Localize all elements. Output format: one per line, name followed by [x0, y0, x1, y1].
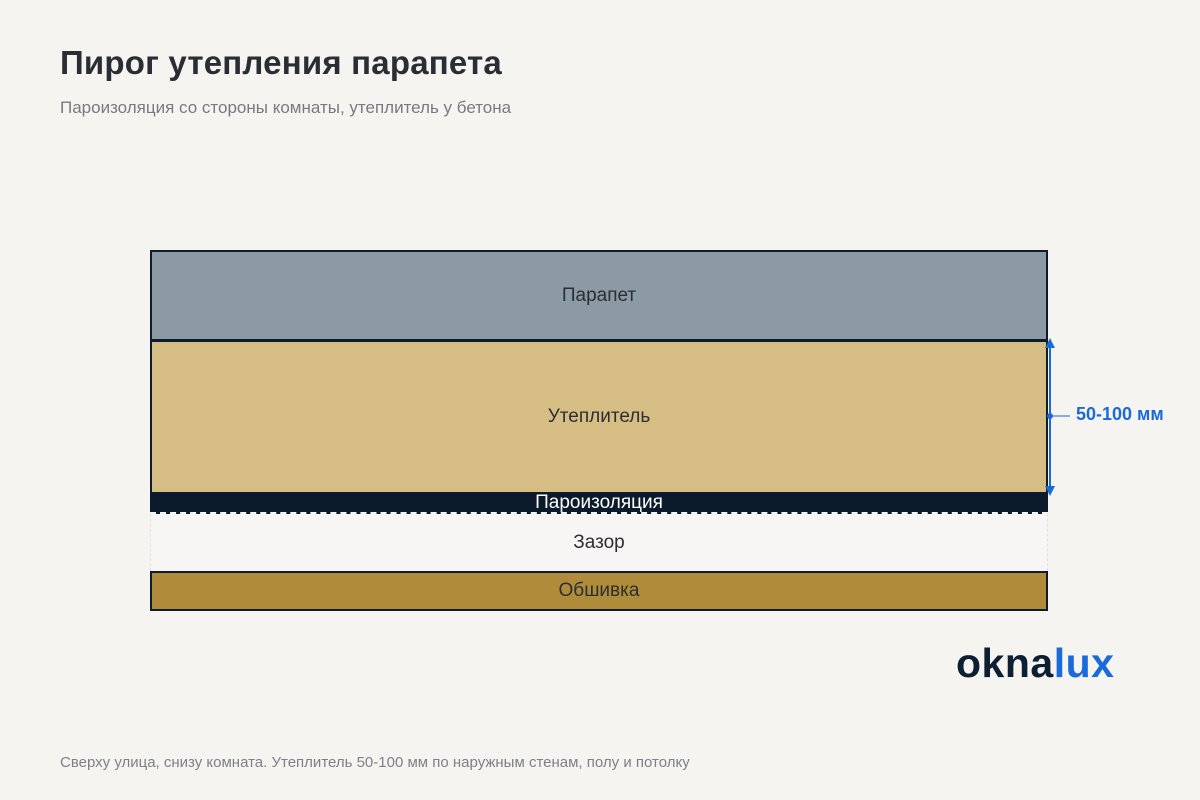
- footer-note: Сверху улица, снизу комната. Утеплитель …: [60, 754, 690, 771]
- layer-vapor-barrier-label: Пароизоляция: [535, 492, 663, 513]
- arrow-down-icon: [1045, 486, 1055, 496]
- logo-text-okna: okna: [956, 640, 1054, 686]
- dimension-dot: [1047, 413, 1053, 419]
- arrow-up-icon: [1045, 338, 1055, 348]
- layer-parapet-label: Парапет: [561, 284, 637, 306]
- thickness-dimension-arrow: [1045, 338, 1070, 496]
- thickness-label: 50-100 мм: [1076, 404, 1164, 424]
- layer-insulation: Утеплитель: [150, 340, 1048, 494]
- logo-text-lux: lux: [1053, 640, 1115, 686]
- layer-air-gap: Зазор: [150, 514, 1048, 571]
- layer-air-gap-label: Зазор: [573, 531, 625, 553]
- layer-insulation-label: Утеплитель: [547, 406, 651, 427]
- layer-vapor-barrier: Пароизоляция: [150, 493, 1048, 514]
- layer-parapet: Парапет: [150, 250, 1048, 341]
- page-title: Пирог утепления парапета: [60, 44, 502, 81]
- layer-cladding-label: Обшивка: [558, 580, 640, 601]
- layer-cladding: Обшивка: [150, 571, 1048, 611]
- brand-logo: oknalux: [956, 640, 1114, 687]
- page-subtitle: Пароизоляция со стороны комнаты, утеплит…: [60, 98, 512, 117]
